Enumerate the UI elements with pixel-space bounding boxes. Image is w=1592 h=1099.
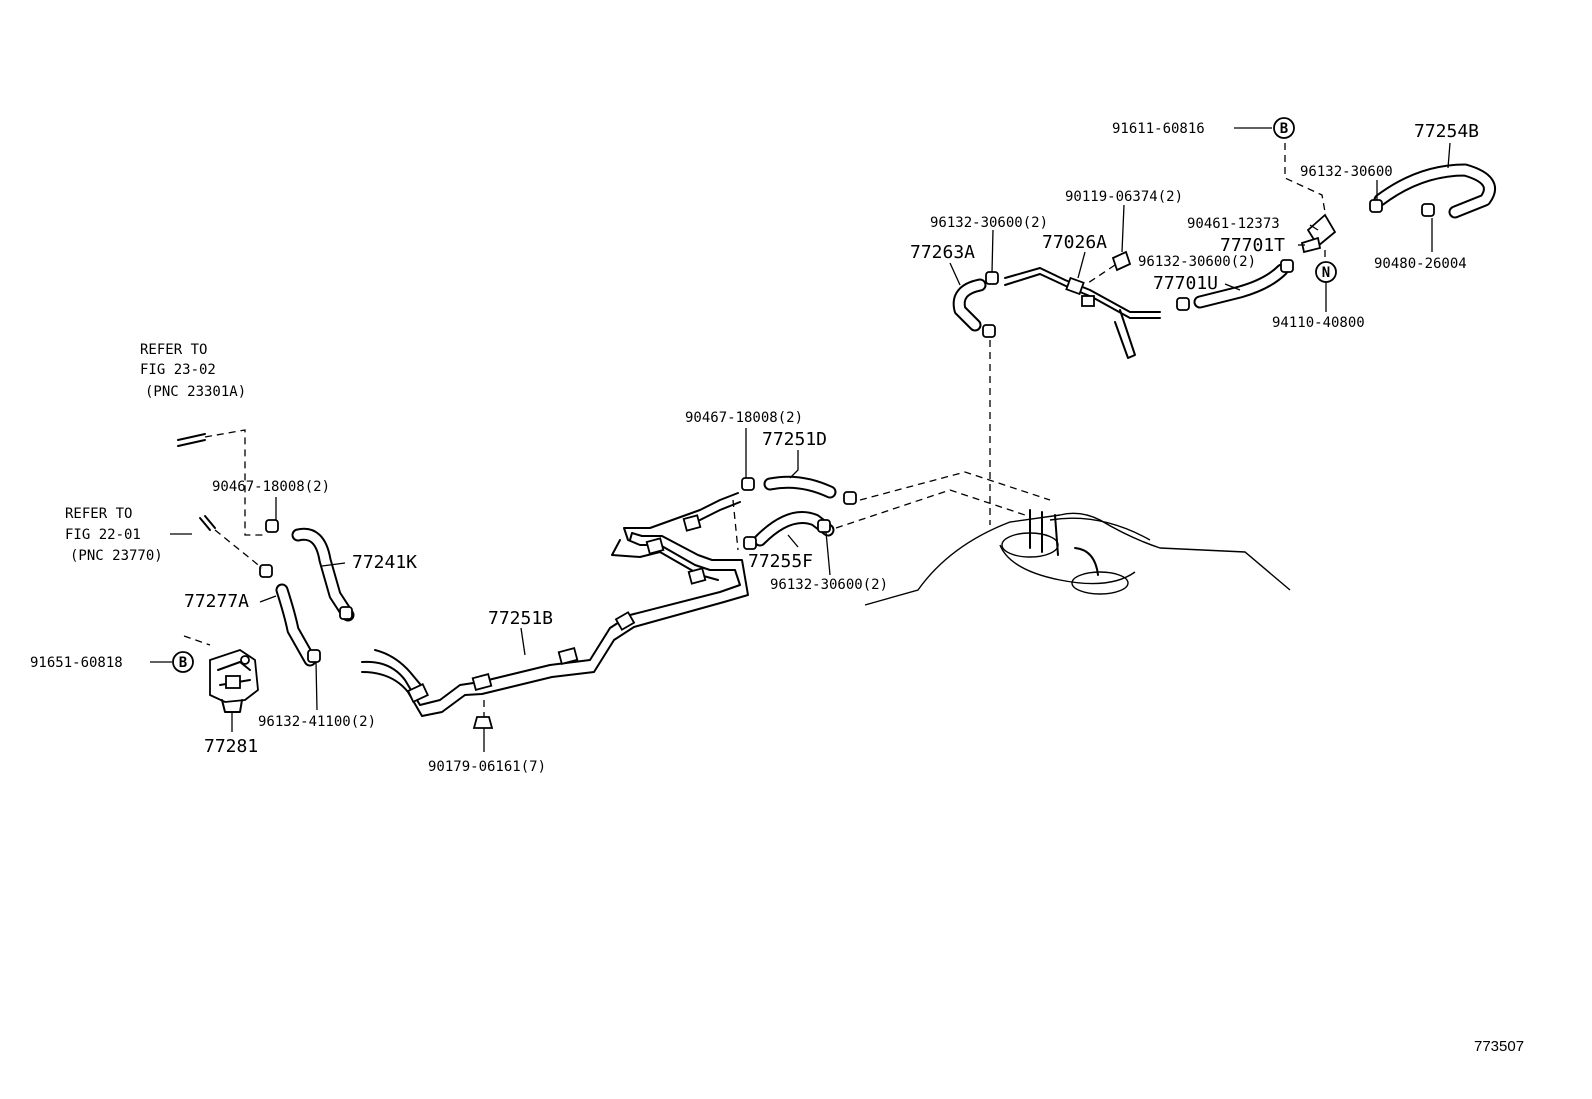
fuel-pipe-77026A: [1004, 267, 1161, 359]
leader-lines: [150, 127, 1451, 752]
label-90467-18008-left: 90467-18008(2): [212, 479, 330, 495]
clamp-96132-41100: [307, 649, 321, 663]
label-96132-30600-b: 96132-30600(2): [1138, 254, 1256, 270]
refer2-line1: REFER TO: [65, 506, 132, 522]
marker-b-left: B: [172, 651, 194, 673]
label-91651-60818: 91651-60818: [30, 655, 123, 671]
clamp-96132-30600-b2: [1280, 259, 1294, 273]
label-77281: 77281: [204, 736, 258, 757]
clamp-90467-18008-top: [741, 477, 755, 491]
bolt-90119-06374: [1111, 250, 1132, 272]
label-90480-26004: 90480-26004: [1374, 256, 1467, 272]
clamp-77255F-start: [743, 536, 757, 550]
clamp-90467-18008-left: [265, 519, 279, 533]
label-90467-18008-top: 90467-18008(2): [685, 410, 803, 426]
clamp-77263A-end: [982, 324, 996, 338]
refer2-line3: (PNC 23770): [70, 548, 163, 564]
label-96132-41100: 96132-41100(2): [258, 714, 376, 730]
label-96132-30600-a: 96132-30600(2): [930, 215, 1048, 231]
label-90461-12373: 90461-12373: [1187, 216, 1280, 232]
hose-77254B: [1373, 163, 1496, 219]
clamp-refer2: [259, 564, 273, 578]
fuel-pipe-77251B: [361, 492, 749, 717]
svg-text:B: B: [1280, 121, 1288, 137]
label-77251B: 77251B: [488, 608, 553, 629]
charcoal-canister-77281: [209, 649, 259, 713]
fuel-tank-outline: [864, 509, 1291, 606]
clamp-96132-30600-c: [817, 519, 831, 533]
label-90179-06161: 90179-06161(7): [428, 759, 546, 775]
label-96132-30600-c: 96132-30600(2): [770, 577, 888, 593]
label-77254B: 77254B: [1414, 121, 1479, 142]
label-77251D: 77251D: [762, 429, 827, 450]
refer1-line1: REFER TO: [140, 342, 207, 358]
label-96132-30600-tr: 96132-30600: [1300, 164, 1393, 180]
label-77701T: 77701T: [1220, 235, 1285, 256]
hose-clamps: [259, 199, 1435, 729]
refer2-line2: FIG 22-01: [65, 527, 141, 543]
hose-77255F: [753, 511, 835, 547]
label-77026A: 77026A: [1042, 232, 1107, 253]
label-94110-40800: 94110-40800: [1272, 315, 1365, 331]
hose-77277A: [275, 583, 317, 667]
cap-90480-26004: [1421, 203, 1435, 217]
clamp-77241K-end: [339, 606, 353, 620]
clamp-96132-30600-a: [985, 271, 999, 285]
hose-77701U: [1193, 263, 1289, 309]
label-77277A: 77277A: [184, 591, 249, 612]
hose-77263A: [952, 278, 987, 332]
refer-pipe-stubs: [177, 433, 216, 531]
svg-text:B: B: [179, 655, 187, 671]
clamp-96132-30600-b1: [1176, 297, 1190, 311]
connector-77701T: [1300, 236, 1322, 254]
hose-77251D: [763, 475, 837, 499]
label-77241K: 77241K: [352, 552, 417, 573]
hose-77241K: [291, 527, 355, 622]
svg-text:N: N: [1322, 265, 1330, 281]
label-77263A: 77263A: [910, 242, 975, 263]
refer1-line2: FIG 23-02: [140, 362, 216, 378]
refer1-line3: (PNC 23301A): [145, 384, 246, 400]
label-77255F: 77255F: [748, 551, 813, 572]
marker-b-top: B: [1273, 117, 1295, 139]
label-91611-60816: 91611-60816: [1112, 121, 1205, 137]
clamp-77251D-end: [843, 491, 857, 505]
clip-90179-06161: [472, 716, 494, 729]
label-90119-06374: 90119-06374(2): [1065, 189, 1183, 205]
figure-number: 773507: [1474, 1038, 1524, 1055]
label-77701U: 77701U: [1153, 273, 1218, 294]
dashed-lines: [183, 143, 1326, 717]
marker-n: N: [1315, 261, 1337, 283]
clamp-96132-30600-tr: [1369, 199, 1383, 213]
